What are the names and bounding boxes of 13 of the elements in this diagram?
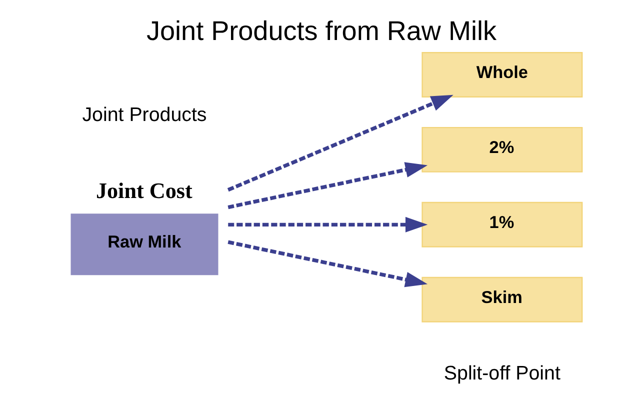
arrow <box>227 94 454 192</box>
node-box: Skim <box>422 276 583 322</box>
node-box: 2% <box>422 126 583 172</box>
node-box: Raw Milk <box>70 214 218 276</box>
arrow <box>228 240 428 288</box>
node-label: Joint Cost <box>96 178 192 204</box>
diagram-title: Joint Products from Raw Milk <box>146 16 496 46</box>
node-box: 1% <box>422 202 583 248</box>
label: Joint Products <box>82 104 207 126</box>
node-box: Whole <box>422 52 583 98</box>
label: Split-off Point <box>444 362 560 384</box>
arrow <box>228 162 428 210</box>
arrow <box>228 216 428 232</box>
